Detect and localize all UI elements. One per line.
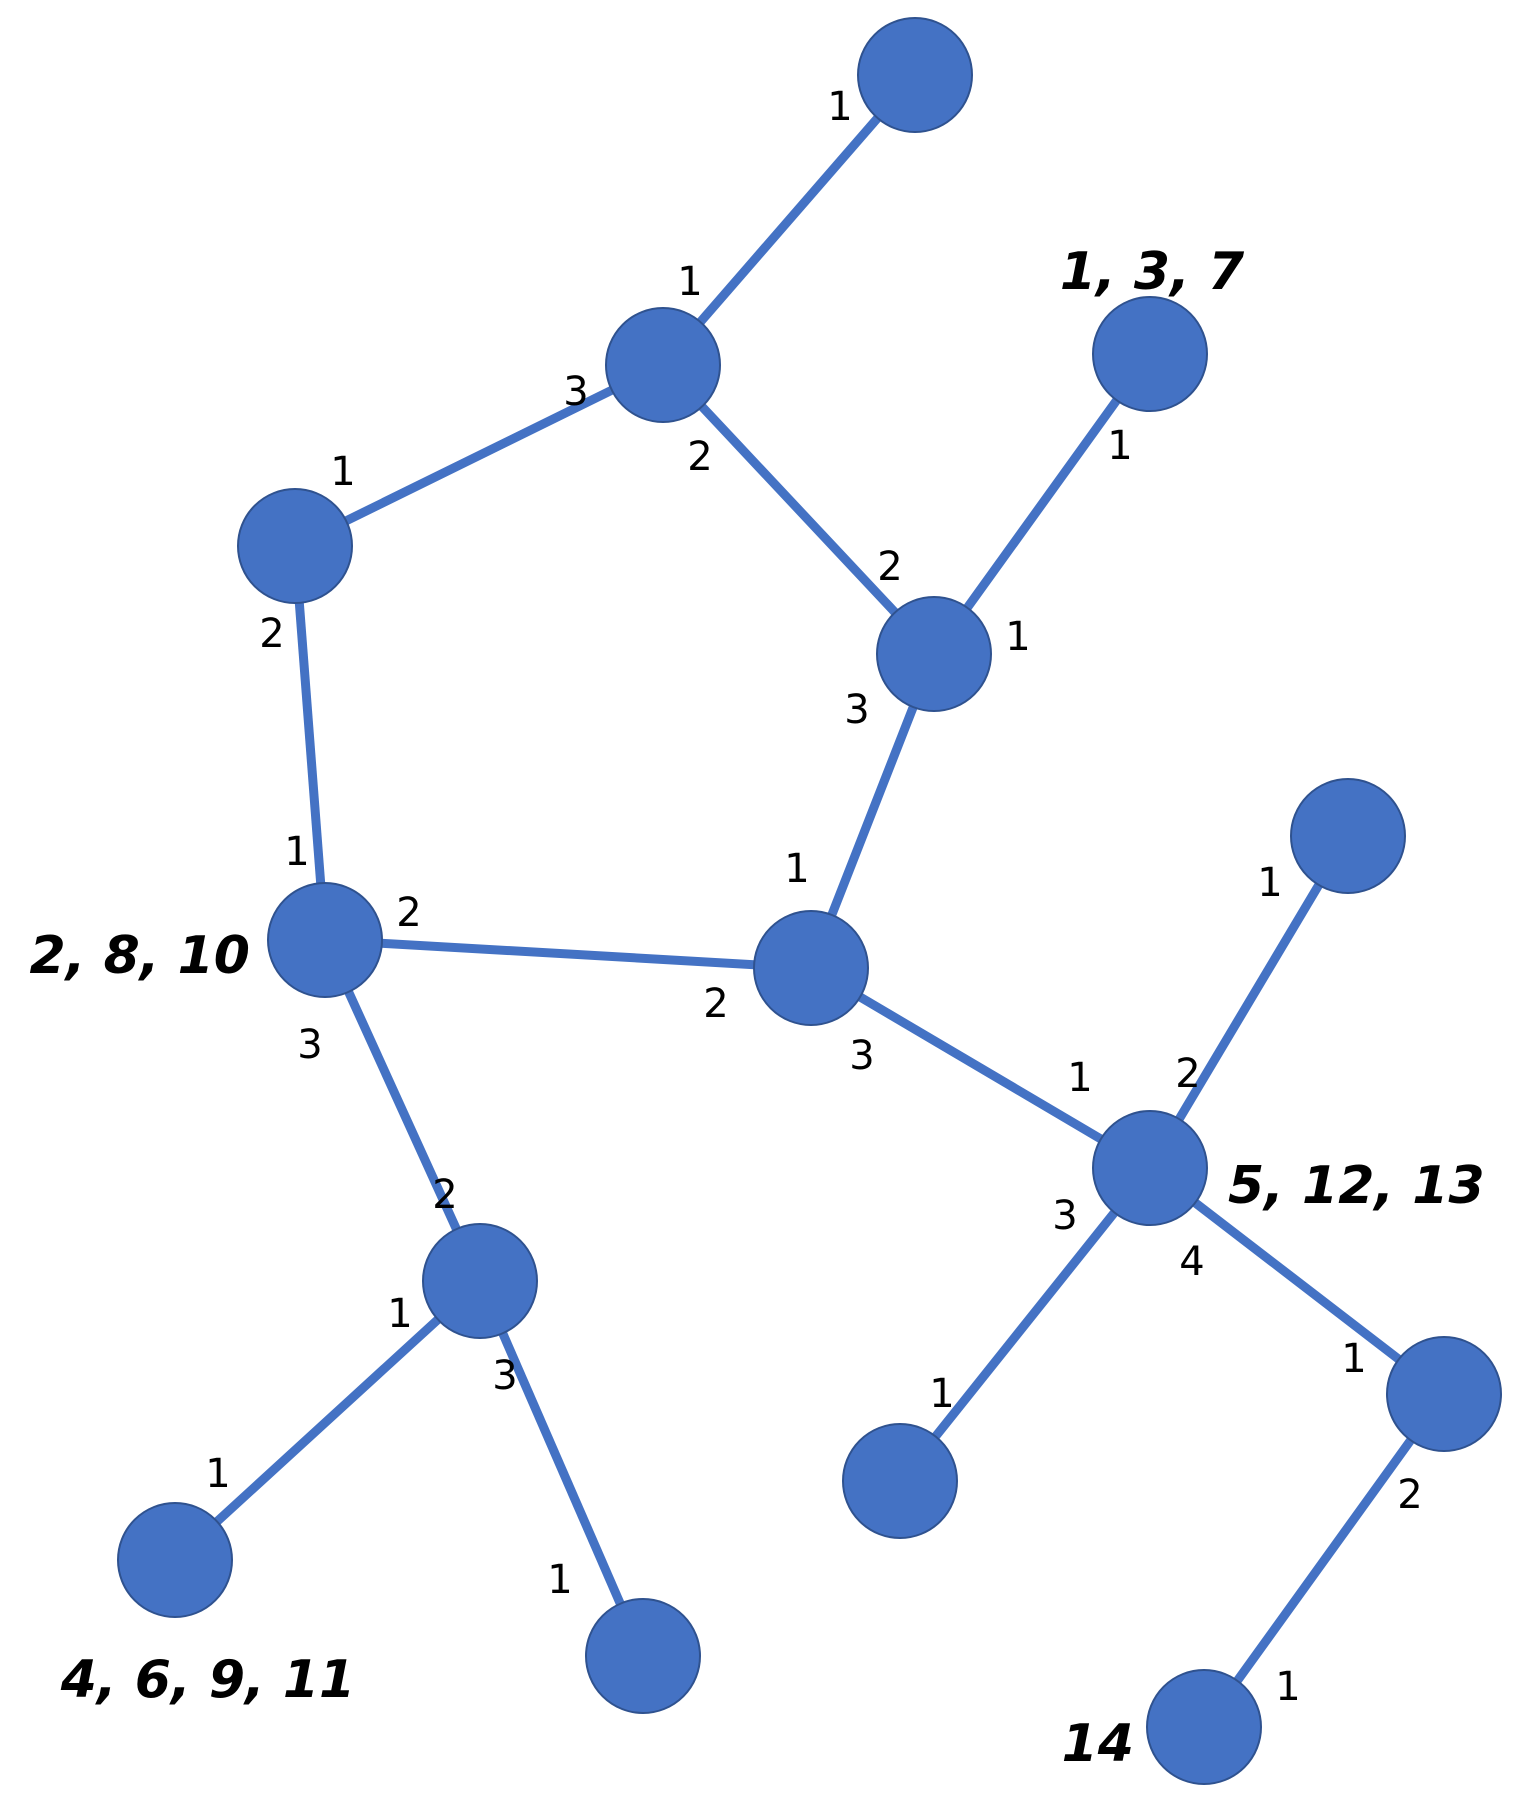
graph-node-n_c bbox=[585, 1598, 701, 1714]
edge-n_right_top-n_51213 bbox=[1146, 833, 1352, 1171]
port-label-n_center-n_center-n_51213: 3 bbox=[849, 1033, 874, 1079]
port-label-n_mid_right-n_137-n_mid_right: 1 bbox=[1005, 614, 1030, 660]
port-labels-layer: 1 1 3 1 2 2 1 1 2 1 3 1 2 2 3 2 3 1 1 2 3 1 4 1 1 1 3 1 2 1 bbox=[205, 84, 1422, 1710]
port-label-n_46911-n_b-n_46911: 1 bbox=[205, 1451, 230, 1497]
port-label-n_51213-n_center-n_51213: 1 bbox=[1067, 1055, 1092, 1101]
port-label-n_51213-n_51213-n_e: 4 bbox=[1179, 1239, 1204, 1285]
edge-n_a-n_top bbox=[659, 72, 919, 368]
port-label-n_top-n_a-n_top: 1 bbox=[827, 84, 852, 130]
edge-n_51213-n_d bbox=[896, 1165, 1154, 1484]
node-label-n_14: 14 bbox=[1062, 1714, 1134, 1774]
port-label-n_mid_right-n_a-n_mid_right: 2 bbox=[877, 544, 902, 590]
port-label-n_right_top-n_right_top-n_51213: 1 bbox=[1257, 860, 1282, 906]
edge-n_51213-n_e bbox=[1147, 1164, 1447, 1398]
port-label-n_e-n_e-n_14: 2 bbox=[1397, 1472, 1422, 1518]
port-label-n_d-n_51213-n_d: 1 bbox=[929, 1371, 954, 1417]
port-label-n_b-n_2810-n_b: 2 bbox=[432, 1172, 457, 1218]
port-label-n_a-n_a-n_top: 1 bbox=[677, 259, 702, 305]
port-label-n_center-n_2810-n_center: 2 bbox=[703, 981, 728, 1027]
graph-node-n_51213 bbox=[1092, 1110, 1208, 1226]
port-label-n_2810-n_2810-n_b: 3 bbox=[297, 1022, 322, 1068]
port-label-n_left-n_left-n_2810: 2 bbox=[259, 611, 284, 657]
port-label-n_51213-n_51213-n_d: 3 bbox=[1052, 1193, 1077, 1239]
nodes-layer bbox=[117, 17, 1502, 1785]
node-label-n_2810: 2, 8, 10 bbox=[30, 926, 250, 986]
port-label-n_14-n_e-n_14: 1 bbox=[1275, 1664, 1300, 1710]
graph-node-n_center bbox=[753, 910, 869, 1026]
port-label-n_2810-n_left-n_2810: 1 bbox=[284, 829, 309, 875]
port-label-n_e-n_51213-n_e: 1 bbox=[1341, 1336, 1366, 1382]
graph-node-n_14 bbox=[1146, 1669, 1262, 1785]
node-label-n_46911: 4, 6, 9, 11 bbox=[60, 1650, 355, 1710]
edge-n_center-n_51213 bbox=[808, 964, 1153, 1172]
port-label-n_a-n_a-n_left: 3 bbox=[563, 369, 588, 415]
edge-n_b-n_46911 bbox=[171, 1277, 484, 1564]
node-label-n_51213: 5, 12, 13 bbox=[1228, 1156, 1485, 1216]
graph-node-n_mid_right bbox=[876, 596, 992, 712]
graph-node-n_b bbox=[422, 1223, 538, 1339]
edge-n_b-n_c bbox=[475, 1279, 648, 1658]
graph-node-n_d bbox=[842, 1423, 958, 1539]
port-label-n_b-n_b-n_c: 3 bbox=[492, 1353, 517, 1399]
port-label-n_51213-n_right_top-n_51213: 2 bbox=[1175, 1051, 1200, 1097]
edge-n_2810-n_center bbox=[324, 935, 812, 973]
graph-node-n_46911 bbox=[117, 1502, 233, 1618]
port-label-n_mid_right-n_mid_right-n_center: 3 bbox=[844, 687, 869, 733]
graph-node-n_137 bbox=[1092, 296, 1208, 412]
port-label-n_b-n_b-n_46911: 1 bbox=[387, 1291, 412, 1337]
graph-node-n_left bbox=[237, 488, 353, 604]
graph-node-n_a bbox=[605, 307, 721, 423]
graph-node-n_top bbox=[857, 17, 973, 133]
port-label-n_center-n_mid_right-n_center: 1 bbox=[784, 846, 809, 892]
graph-node-n_right_top bbox=[1290, 778, 1406, 894]
edge-n_a-n_left bbox=[293, 360, 665, 551]
port-label-n_137-n_137-n_mid_right: 1 bbox=[1107, 423, 1132, 469]
edge-n_left-n_2810 bbox=[290, 545, 330, 941]
graph-node-n_e bbox=[1386, 1336, 1502, 1452]
port-label-n_a-n_a-n_mid_right: 2 bbox=[687, 434, 712, 480]
graph-node-n_2810 bbox=[267, 882, 383, 998]
port-label-n_c-n_b-n_c: 1 bbox=[547, 1557, 572, 1603]
port-label-n_left-n_a-n_left: 1 bbox=[330, 449, 355, 495]
port-label-n_2810-n_2810-n_center: 2 bbox=[396, 890, 421, 936]
node-label-n_137: 1, 3, 7 bbox=[1060, 242, 1245, 302]
edge-n_137-n_mid_right bbox=[930, 351, 1154, 657]
edge-n_e-n_14 bbox=[1200, 1391, 1448, 1730]
edge-n_2810-n_b bbox=[320, 938, 485, 1283]
edge-n_a-n_mid_right bbox=[659, 361, 938, 658]
